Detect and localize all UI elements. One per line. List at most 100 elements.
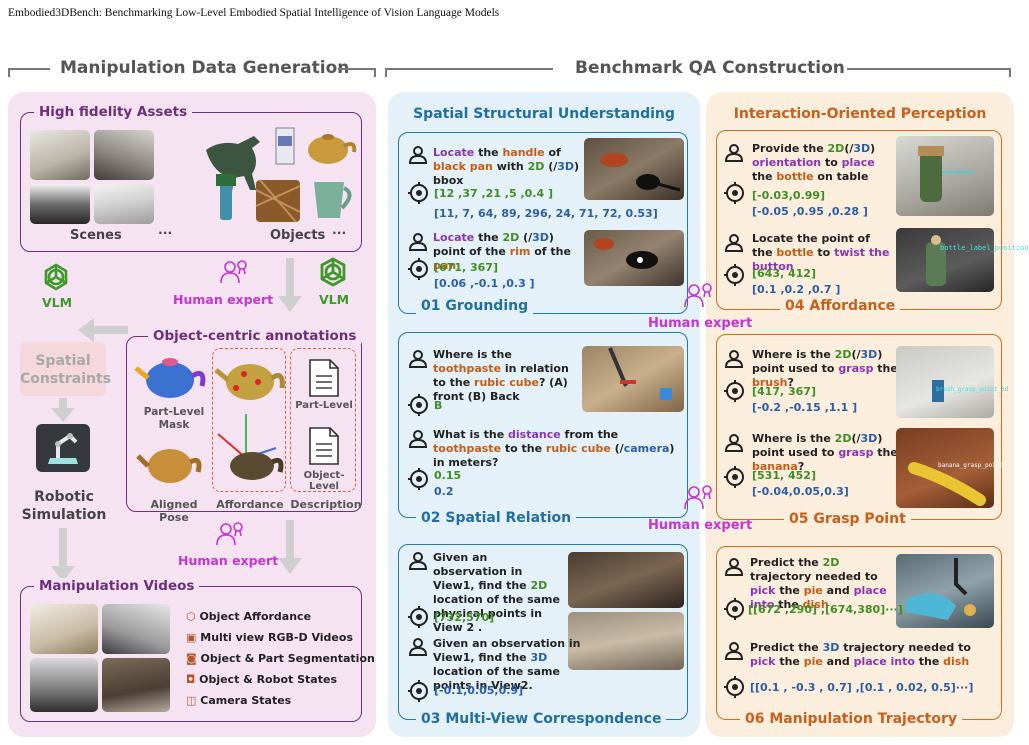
video-item-states: ◘ Object & Robot States	[186, 673, 337, 686]
video-thumb-2	[102, 604, 170, 654]
relation-a2-3d: 0.2	[434, 485, 454, 498]
vlm-label-left: VLM	[42, 295, 73, 310]
part-level-label: Part-Level	[295, 400, 353, 411]
multiview-title: 03 Multi-View Correspondence	[416, 711, 667, 727]
part-level-mask-label: Part-Level Mask	[143, 406, 205, 431]
objects-ellipsis: ...	[332, 222, 347, 237]
affordance-a1-2d: [-0.03,0.99]	[752, 189, 826, 202]
grasp-q1: Where is the 2D(/3D) point used to grasp…	[752, 348, 898, 389]
cube-icon: ⬡	[186, 610, 196, 623]
arrow-simulation-to-videos	[51, 528, 75, 582]
affordance-q2: Locate the point of the bottle to twist …	[752, 232, 890, 273]
relation-title: 02 Spatial Relation	[416, 510, 577, 526]
affordance-a2-2d: [643, 412]	[752, 267, 816, 280]
grounding-a2-3d: [0.06 ,-0.1 ,0.3 ]	[434, 277, 535, 290]
affordance-annot-label: Affordance	[216, 498, 284, 511]
video-item-rgbd: ▣ Multi view RGB-D Videos	[186, 631, 353, 644]
human-expert-label-1: Human expert	[173, 292, 274, 307]
segment-icon: ◙	[186, 652, 197, 665]
grounding-a1-2d: [12 ,37 ,21 ,5 ,0.4 ]	[434, 187, 553, 200]
user-icon-g2	[408, 233, 428, 251]
grasp-q2: Where is the 2D(/3D) point used to grasp…	[752, 432, 898, 473]
relation-a1: B	[434, 399, 443, 412]
openai-icon-left	[44, 263, 68, 291]
grounding-q1: Locate the handle of black pan with 2D (…	[433, 146, 580, 187]
grounding-a1-3d: [11, 7, 64, 89, 296, 24, 71, 72, 0.53]	[434, 207, 658, 220]
user-icon-a2	[724, 234, 744, 252]
user-icon-r2	[408, 430, 428, 448]
grounding-image-2	[584, 230, 684, 286]
teapot-keypoints-image	[214, 364, 285, 400]
trajectory-image	[896, 554, 994, 628]
robotic-simulation-label: Robotic Simulation	[21, 489, 107, 523]
grounding-a2-2d: [671, 367]	[434, 261, 498, 274]
video-thumb-1	[30, 604, 98, 654]
teapot-mask-image	[134, 358, 206, 398]
trajectory-a1: [[672 ,290] ,[674,380]···]	[748, 603, 903, 616]
video-thumb-4	[102, 658, 170, 712]
ai-brain-icon-g2	[408, 258, 428, 280]
video-item-affordance: ⬡ Object Affordance	[186, 610, 312, 623]
annotations-title: Object-centric annotations	[148, 328, 362, 344]
video-item-camera: ◫ Camera States	[186, 694, 292, 707]
affordance-image-tag: bottle_label_position	[940, 244, 1029, 252]
multiview-a2: [-0.1,0.05,0.9]	[434, 684, 524, 697]
human-expert-icon-mid-2	[684, 485, 712, 510]
trajectory-q1: Predict the 2D trajectory needed to pick…	[750, 556, 887, 611]
trajectory-title: 06 Manipulation Trajectory	[740, 711, 962, 727]
assets-title: High fidelity Assets	[34, 104, 193, 120]
left-panel: High fidelity Assets Scenes ...	[8, 92, 376, 737]
multiview-image-1	[568, 552, 684, 608]
interaction-title: Interaction-Oriented Perception	[733, 106, 987, 122]
ai-brain-icon-a1	[724, 182, 744, 204]
robot-arm-icon	[36, 424, 90, 472]
dinosaur-icon	[206, 136, 260, 192]
basket-object	[255, 179, 301, 223]
robot-icon: ◘	[186, 673, 196, 686]
document-icon-part	[309, 359, 339, 397]
user-icon-t2	[724, 642, 744, 660]
description-dashed-box	[290, 348, 356, 492]
user-icon-r1	[408, 350, 428, 368]
relation-q1: Where is the toothpaste in relation to t…	[433, 348, 569, 403]
brush-object	[220, 180, 232, 220]
trajectory-a2: [[0.1 , -0.3 , 0.7] ,[0.1 , 0.02, 0.5]··…	[750, 681, 974, 694]
video-item-segmentation: ◙ Object & Part Segmentation	[186, 652, 375, 665]
human-expert-icon-mid-1	[684, 283, 712, 308]
affordance-a1-3d: [-0.05 ,0.95 ,0.28 ]	[752, 205, 868, 218]
grounding-image-1	[584, 138, 684, 200]
arrow-annotations-to-videos	[278, 520, 302, 574]
affordance-image-1	[896, 136, 994, 216]
spatial-title: Spatial Structural Understanding	[413, 106, 675, 122]
trajectory-q2: Predict the 3D trajectory needed to pick…	[750, 641, 971, 668]
paper-header: Embodied3DBench: Benchmarking Low-Level …	[8, 7, 500, 19]
grasp-image-tag-1: brush_grasp_point_3d	[936, 386, 1009, 393]
scene-thumb-4	[94, 184, 154, 224]
grasp-a1-2d: [417, 367]	[752, 385, 816, 398]
affordance-image-2: bottle_label_position	[896, 228, 1029, 292]
teapot-aligned-image	[136, 449, 202, 483]
video-thumb-3	[30, 658, 98, 712]
multiview-a1: [732,570]	[434, 611, 495, 624]
grounding-box	[398, 132, 688, 314]
relation-image	[582, 346, 684, 412]
affordance-dashed-box	[212, 348, 286, 492]
human-expert-mid-label-1: Human expert	[648, 316, 753, 331]
grasp-a2-3d: [-0.04,0.05,0.3]	[752, 485, 849, 498]
user-icon-p1	[724, 350, 744, 368]
user-icon-m1	[408, 552, 428, 570]
arrow-annotations-to-constraints	[78, 318, 128, 342]
ai-brain-icon-p2	[724, 466, 744, 488]
section-title-left: Manipulation Data Generation	[60, 58, 350, 78]
multiview-q2: Given an observation in View1, find the …	[433, 637, 581, 692]
teapot-object	[308, 134, 357, 164]
affordance-q1: Provide the 2D(/3D) orientation to place…	[752, 142, 876, 183]
human-expert-icon-1	[220, 260, 247, 284]
aligned-pose-label: Aligned Pose	[150, 498, 198, 524]
scene-thumb-3	[30, 184, 90, 224]
document-icon-object	[309, 427, 339, 465]
grasp-a2-2d: [531, 452]	[752, 469, 816, 482]
multiview-q1: Given an observation in View1, find the …	[433, 551, 560, 634]
grasp-image-1: brush_grasp_point_3d	[896, 346, 1008, 418]
ai-brain-icon-a2	[724, 264, 744, 286]
